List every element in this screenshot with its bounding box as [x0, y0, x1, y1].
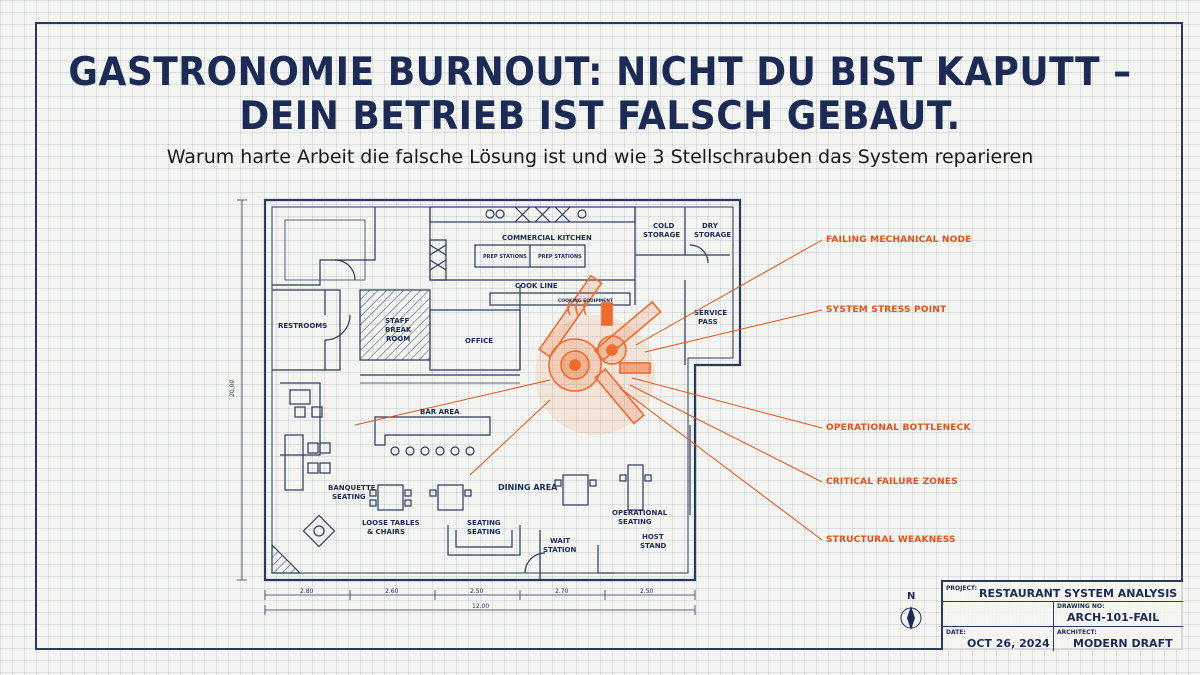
label-seating-2: SEATING	[467, 528, 501, 536]
callout-failing-node: FAILING MECHANICAL NODE	[826, 235, 972, 245]
label-staff-1: STAFF	[385, 317, 409, 325]
dim-3: 2.50	[470, 588, 484, 595]
dim-2: 2.60	[385, 588, 399, 595]
label-staff-2: BREAK	[385, 326, 412, 334]
floor-plan: COMMERCIAL KITCHEN PREP STATIONS PREP ST…	[229, 198, 742, 615]
label-cook-line: COOK LINE	[515, 282, 558, 290]
project-value: RESTAURANT SYSTEM ANALYSIS	[979, 587, 1178, 600]
architect-label: ARCHITECT:	[1057, 629, 1097, 636]
north-arrow-icon: N	[900, 591, 922, 630]
label-dry-storage-1: DRY	[702, 222, 719, 230]
dim-side: 20.00	[229, 380, 236, 397]
callout-bottleneck: OPERATIONAL BOTTLENECK	[826, 423, 971, 433]
label-host-2: STAND	[640, 542, 667, 550]
label-cooking-equipment: COOKING EQUIPMENT	[558, 298, 614, 304]
label-banquette-2: SEATING	[332, 493, 366, 501]
label-loose-1: LOOSE TABLES	[362, 519, 420, 527]
date-label: DATE:	[946, 629, 966, 636]
callout-failure-zones: CRITICAL FAILURE ZONES	[826, 477, 958, 487]
compass-letter: N	[907, 591, 915, 602]
label-service-2: PASS	[698, 318, 718, 326]
dim-5: 2.50	[640, 588, 654, 595]
label-cold-storage-1: COLD	[653, 222, 675, 230]
label-operational-2: SEATING	[618, 518, 652, 526]
project-label: PROJECT:	[946, 585, 978, 592]
architect-value: MODERN DRAFT	[1073, 637, 1173, 650]
label-operational-1: OPERATIONAL	[612, 509, 668, 517]
callout-structural-weakness: STRUCTURAL WEAKNESS	[826, 535, 956, 545]
date-value: OCT 26, 2024	[967, 637, 1050, 650]
label-commercial-kitchen: COMMERCIAL KITCHEN	[502, 234, 592, 242]
label-staff-3: ROOM	[386, 335, 410, 343]
label-host-1: HOST	[642, 533, 664, 541]
label-office: OFFICE	[465, 337, 493, 345]
dim-4: 2.70	[555, 588, 569, 595]
label-prep-stations-1: PREP STATIONS	[483, 254, 527, 260]
label-dining-area: DINING AREA	[498, 483, 558, 492]
label-restrooms: RESTROOMS	[278, 322, 327, 330]
label-wait-2: STATION	[543, 546, 576, 554]
page-subtitle: Warum harte Arbeit die falsche Lösung is…	[166, 146, 1034, 168]
dim-total: 12.00	[472, 603, 489, 610]
page-title-line-1: GASTRONOMIE BURNOUT: NICHT DU BIST KAPUT…	[68, 50, 1132, 95]
label-prep-stations-2: PREP STATIONS	[538, 254, 582, 260]
label-wait-1: WAIT	[550, 537, 570, 545]
label-service-1: SERVICE	[694, 309, 727, 317]
label-dry-storage-2: STORAGE	[694, 231, 731, 239]
title-block: PROJECT: RESTAURANT SYSTEM ANALYSIS DRAW…	[941, 580, 1183, 651]
label-seating-1: SEATING	[467, 519, 501, 527]
drawing-label: DRAWING NO:	[1057, 603, 1105, 610]
callout-stress-point: SYSTEM STRESS POINT	[826, 305, 947, 315]
drawing-frame	[35, 22, 1183, 650]
label-loose-2: & CHAIRS	[367, 528, 405, 536]
drawing-value: ARCH-101-FAIL	[1067, 611, 1160, 624]
label-cold-storage-2: STORAGE	[643, 231, 680, 239]
label-banquette-1: BANQUETTE	[328, 484, 376, 492]
dim-1: 2.80	[300, 588, 314, 595]
label-bar-area: BAR AREA	[420, 408, 460, 416]
page-title-line-2: DEIN BETRIEB IST FALSCH GEBAUT.	[239, 94, 961, 139]
